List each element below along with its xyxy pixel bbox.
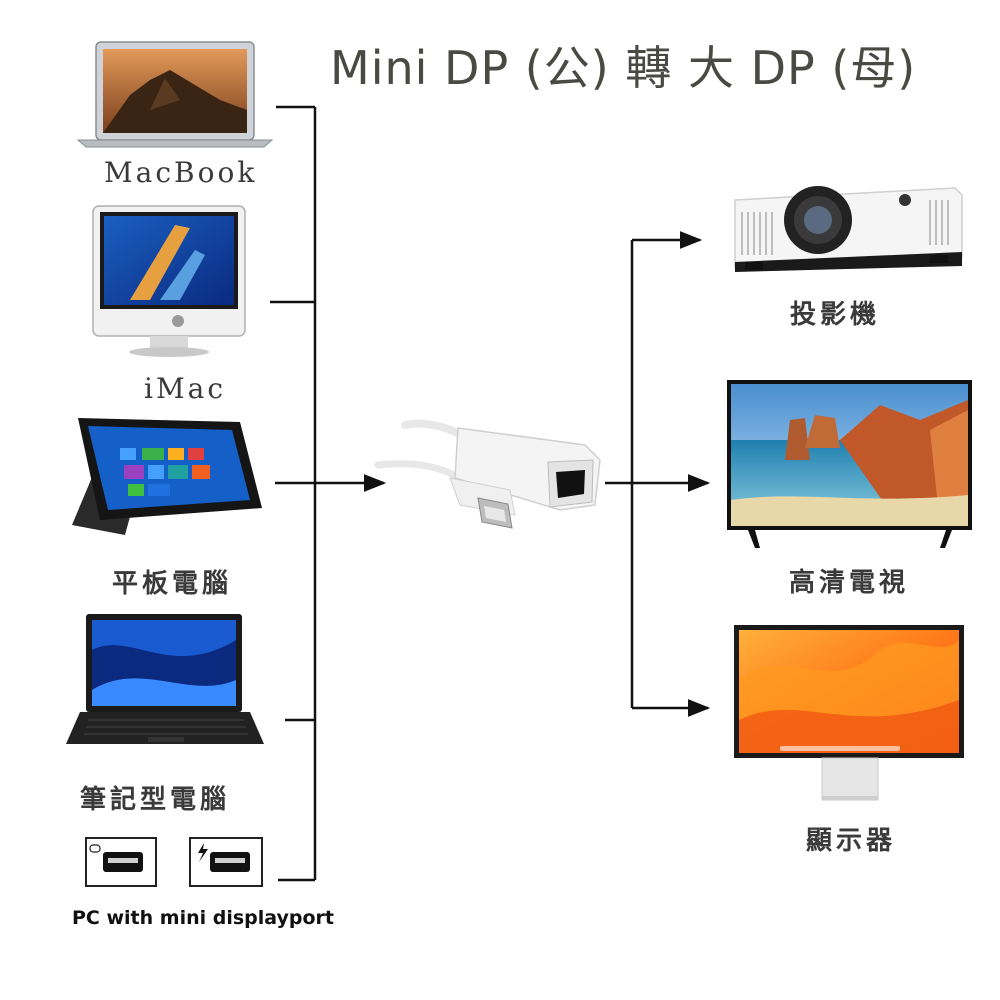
thunderbolt-port-icon [189, 837, 263, 887]
imac-icon [92, 205, 246, 357]
source-label-macbook: MacBook [104, 156, 258, 189]
mini-dp-port-icon [85, 837, 157, 887]
adapter-icon [374, 419, 601, 529]
page-title: Mini DP (公) 轉 大 DP (母) [330, 41, 917, 95]
source-bracket [270, 105, 387, 882]
projector-icon [734, 186, 963, 272]
tv-icon [727, 380, 972, 548]
output-label-monitor: 顯示器 [806, 826, 897, 856]
source-label-tablet: 平板電腦 [112, 569, 233, 599]
source-label-imac: iMac [144, 372, 226, 405]
laptop-icon [66, 614, 264, 744]
macbook-icon [76, 41, 274, 148]
source-label-laptop: 筆記型電腦 [80, 785, 231, 815]
output-label-projector: 投影機 [790, 300, 881, 330]
output-label-tv: 高清電視 [789, 568, 910, 598]
output-bracket [605, 231, 711, 717]
pc-port-label: PC with mini displayport [72, 907, 335, 929]
tablet-icon [72, 418, 262, 535]
monitor-icon [734, 625, 964, 801]
